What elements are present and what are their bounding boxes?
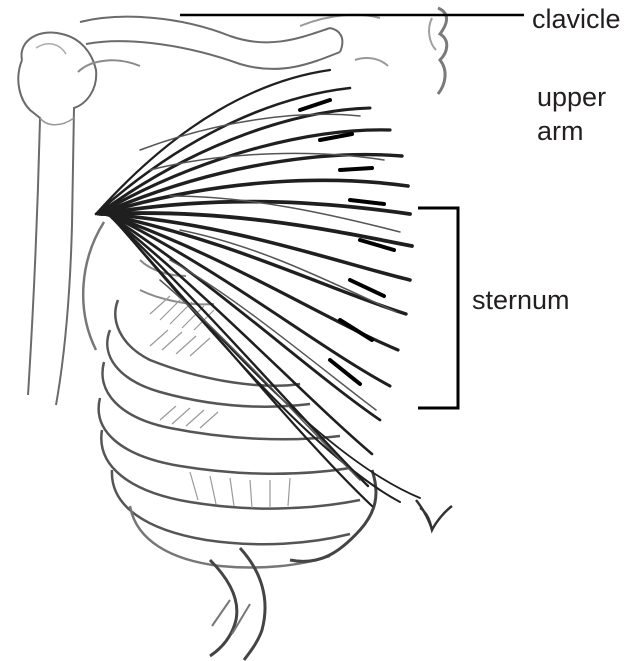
neck-sketch: [429, 8, 447, 94]
upper-arm-label: upper arm: [537, 80, 632, 148]
rib-cage: [83, 222, 360, 568]
clavicle-label: clavicle: [532, 2, 621, 36]
sternum-tip: [416, 500, 452, 530]
pectoralis-major-muscle: [96, 70, 420, 506]
sternum-bracket: [418, 208, 458, 408]
sternum-label: sternum: [472, 283, 570, 317]
